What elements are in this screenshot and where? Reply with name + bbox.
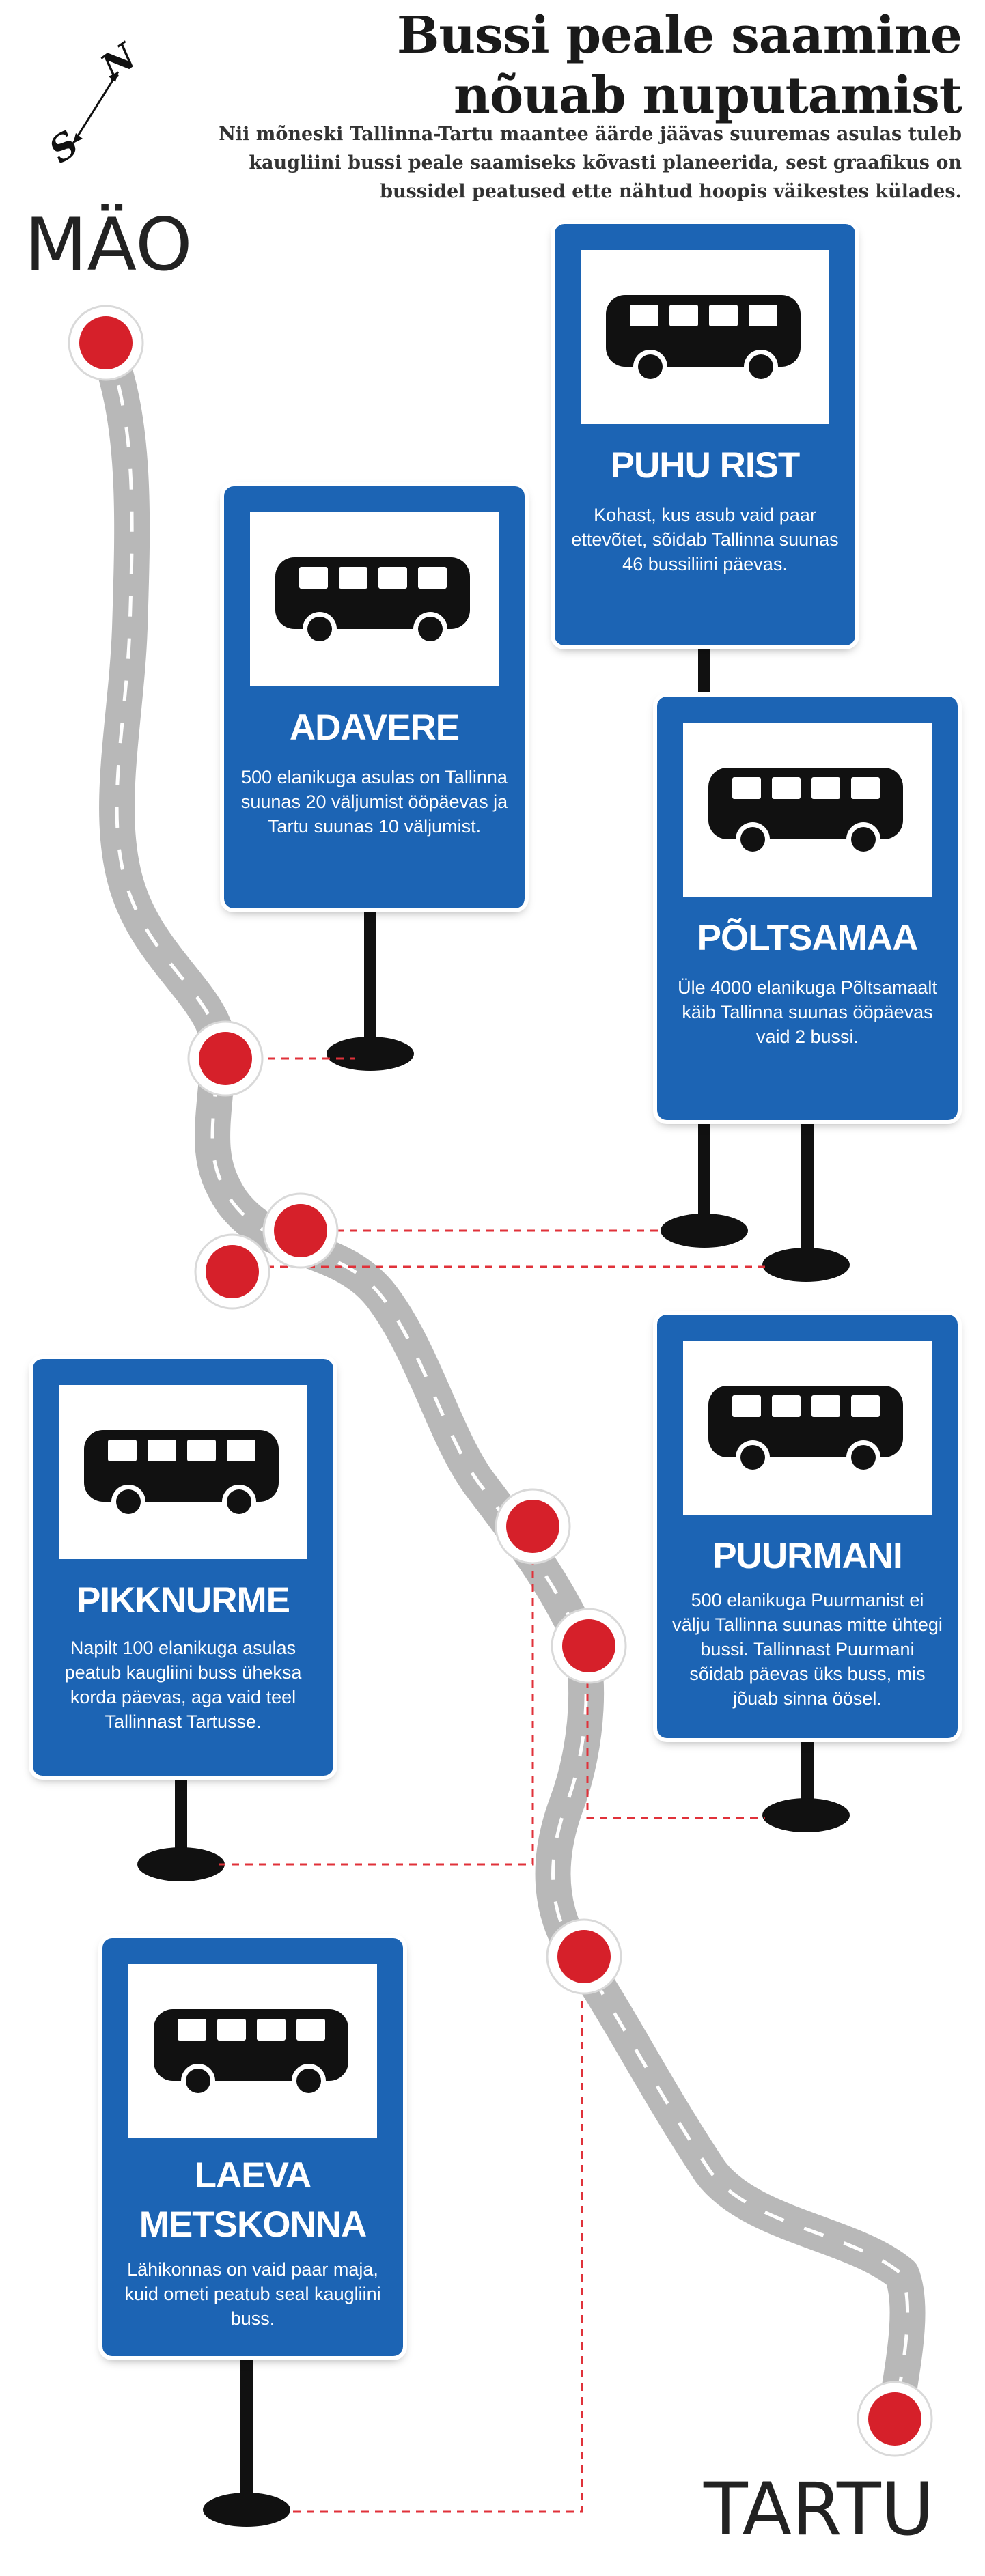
pole-pikknurme <box>175 1776 187 1864</box>
stop-tartu <box>857 2381 933 2457</box>
pole-base-laeva <box>203 2493 290 2527</box>
pole-base-pikknurme <box>137 1847 225 1881</box>
stop-mao <box>68 305 144 381</box>
stop-puurmani <box>551 1608 627 1684</box>
bus-plate <box>250 512 499 686</box>
sign-description: Üle 4000 elanikuga Põltsamaalt käib Tall… <box>678 977 937 1047</box>
pole-base-puhu-rist <box>661 1214 748 1248</box>
sign-name: PUURMANI <box>712 1536 903 1576</box>
bus-icon <box>708 767 903 856</box>
pole-adavere <box>364 908 376 1055</box>
sign-name: PUHU RIST <box>610 445 801 486</box>
stop-laeva <box>546 1918 622 1995</box>
compass-arrow-icon <box>72 71 120 144</box>
sign-name: PIKKNURME <box>77 1580 290 1621</box>
title-line-1: Bussi peale saamine <box>396 6 962 65</box>
pole-poltsamaa <box>801 1120 814 1263</box>
connector-laeva <box>287 2001 583 2513</box>
sign-poltsamaa: PÕLTSAMAA Üle 4000 elanikuga Põltsamaalt… <box>653 692 962 1124</box>
sign-puurmani: PUURMANI 500 elanikuga Puurmanist ei väl… <box>653 1311 962 1742</box>
pole-base-poltsamaa <box>762 1248 850 1282</box>
pole-base-adavere <box>327 1037 414 1071</box>
compass: N S <box>38 36 144 171</box>
sign-adavere: ADAVERE 500 elanikuga asulas on Tallinna… <box>220 482 529 912</box>
bus-plate <box>581 250 829 424</box>
road-center-line <box>104 344 910 2418</box>
pole-puurmani <box>801 1738 814 1813</box>
sign-name: PÕLTSAMAA <box>697 918 919 958</box>
connector-pikknurme <box>219 1543 534 1866</box>
stop-puhu-rist <box>262 1192 339 1269</box>
stop-connectors <box>219 1057 765 2513</box>
bus-icon <box>84 1429 279 1519</box>
sign-description: Kohast, kus asub vaid paar ettevõtet, sõ… <box>571 505 839 574</box>
bus-plate <box>683 1341 932 1515</box>
sign-laeva-metskonna: LAEVA METSKONNA Lähikonnas on vaid paar … <box>98 1934 407 2360</box>
connector-puurmani <box>586 1680 765 1819</box>
sign-name: LAEVA METSKONNA <box>109 2151 396 2250</box>
page-title: Bussi peale saamine nõuab nuputamist <box>347 5 962 126</box>
city-start: MÄO <box>25 203 193 287</box>
bus-plate <box>683 723 932 897</box>
sign-name-line-1: LAEVA <box>194 2155 312 2196</box>
pole-laeva <box>240 2356 253 2510</box>
bus-plate <box>59 1385 307 1559</box>
sign-description: 500 elanikuga asulas on Tallinna suunas … <box>240 767 508 837</box>
sign-puhu-rist: PUHU RIST Kohast, kus asub vaid paar ett… <box>551 220 859 649</box>
bus-icon <box>606 294 801 384</box>
pole-base-puurmani <box>762 1798 850 1832</box>
page-subtitle: Nii mõneski Tallinna-Tartu maantee äärde… <box>219 124 962 202</box>
stop-poltsamaa <box>194 1233 270 1310</box>
stop-pikknurme <box>495 1488 571 1565</box>
sign-pikknurme: PIKKNURME Napilt 100 elanikuga asulas pe… <box>29 1355 337 1780</box>
sign-description: Lähikonnas on vaid paar maja, kuid ometi… <box>124 2259 381 2329</box>
sign-description: Napilt 100 elanikuga asulas peatub kaugl… <box>64 1638 302 1732</box>
bus-plate <box>128 1964 377 2138</box>
sign-name: ADAVERE <box>289 708 460 748</box>
sign-name-line-2: METSKONNA <box>139 2204 367 2245</box>
bus-icon <box>154 2008 348 2098</box>
stop-markers <box>68 305 933 2457</box>
stop-adavere <box>187 1020 264 1097</box>
sign-description: 500 elanikuga Puurmanist ei välju Tallin… <box>672 1590 943 1709</box>
title-line-2: nõuab nuputamist <box>454 66 962 125</box>
city-end: TARTU <box>704 2467 934 2551</box>
bus-icon <box>708 1385 903 1474</box>
bus-icon <box>275 557 470 646</box>
